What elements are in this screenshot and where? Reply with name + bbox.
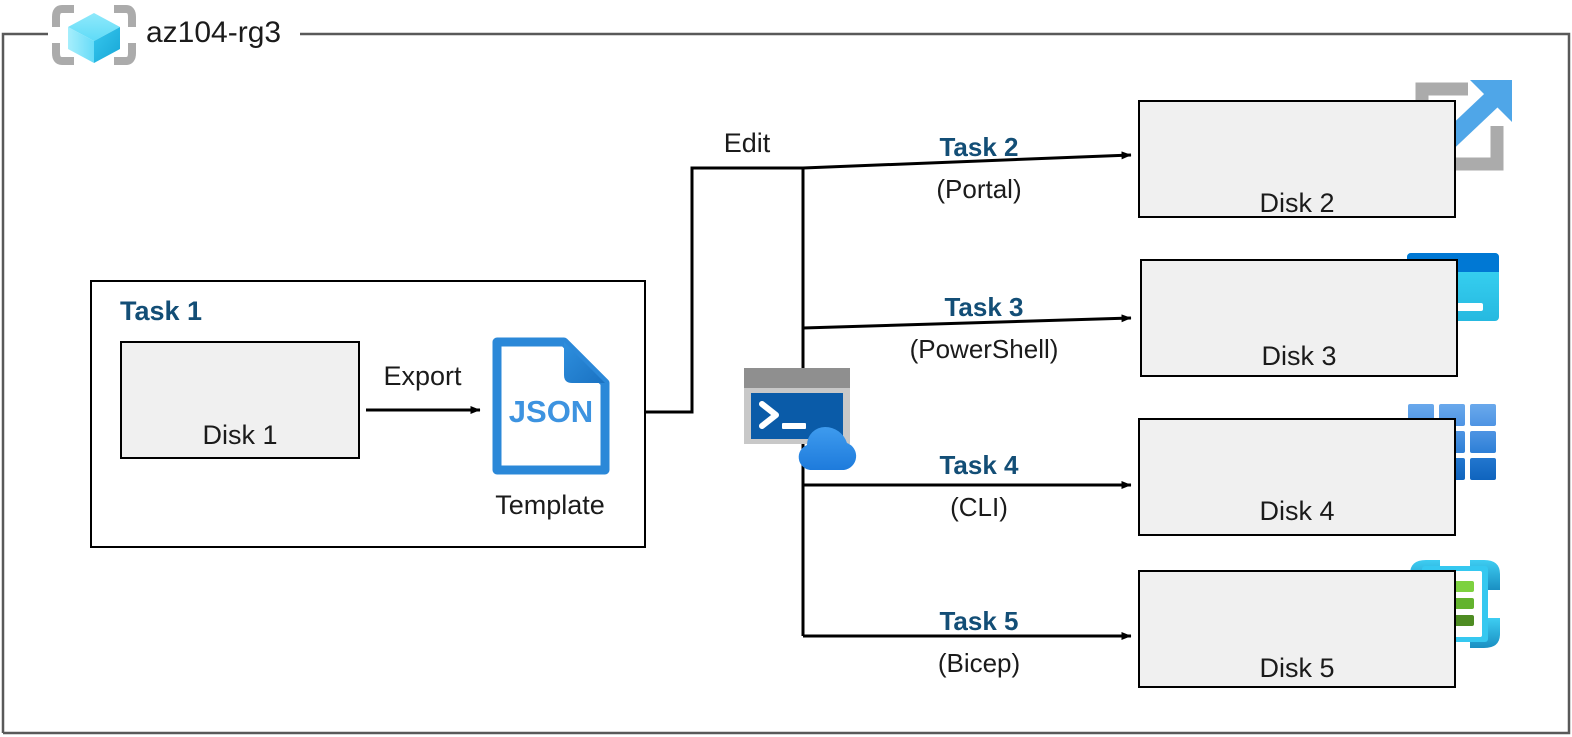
disk3-box[interactable] [1140,259,1458,377]
disk4-box[interactable] [1138,418,1456,536]
disk5-label: Disk 5 [1259,653,1335,683]
page-title: az104-rg3 [146,16,282,49]
disk5-box[interactable] [1138,570,1456,688]
task2-label: Task 2 [939,132,1019,162]
disk2-label: Disk 2 [1259,188,1335,218]
disk1-box[interactable] [120,341,360,459]
branch-arrow-task2 [802,151,1132,170]
json-file-icon: JSON [492,337,610,475]
task3-label: Task 3 [944,292,1024,322]
task4-tool-label: (CLI) [950,492,1008,522]
cloud-shell-icon [744,368,857,470]
disk2-box[interactable] [1138,100,1456,218]
template-to-trunk-connector [646,166,803,414]
export-label: Export [383,361,462,391]
disk1-label: Disk 1 [202,420,278,450]
resource-group-frame [1,32,1571,735]
task2-tool-label: (Portal) [936,174,1022,204]
task4-label: Task 4 [939,450,1019,480]
svg-text:JSON: JSON [509,394,593,429]
task1-title: Task 1 [120,296,203,326]
task1-container [90,280,646,548]
task3-tool-label: (PowerShell) [909,334,1059,364]
branch-arrow-task3 [802,314,1132,330]
azure-resource-group-icon [52,5,136,65]
task5-label: Task 5 [939,606,1019,636]
disk3-label: Disk 3 [1261,341,1337,371]
edit-label: Edit [723,128,771,158]
template-label: Template [495,490,605,520]
task5-tool-label: (Bicep) [937,648,1021,678]
disk4-label: Disk 4 [1259,496,1335,526]
